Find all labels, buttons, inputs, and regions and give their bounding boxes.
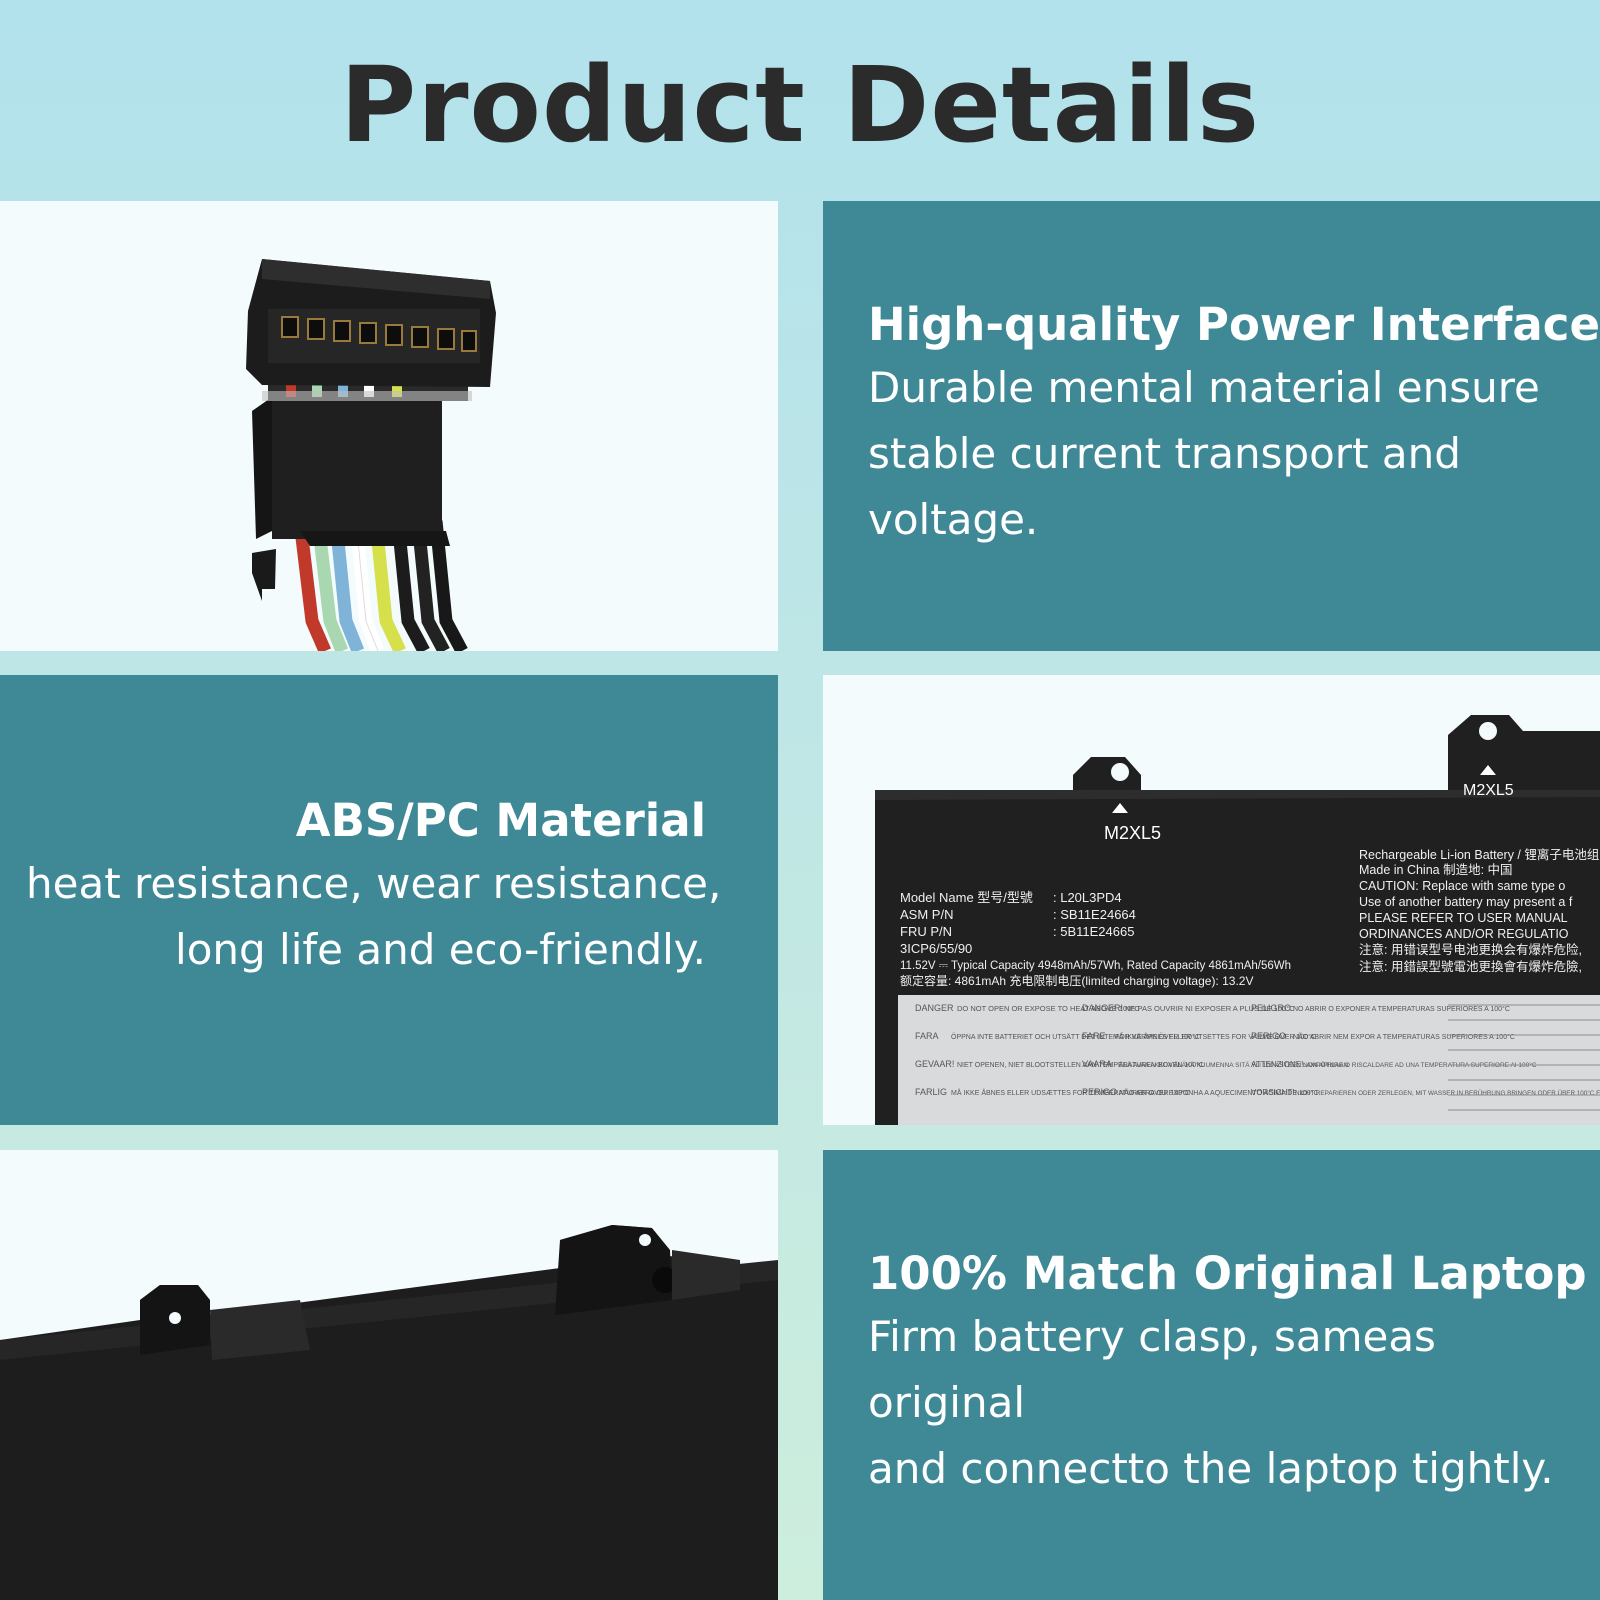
page-title: Product Details bbox=[340, 44, 1260, 166]
warning-term-4: FARLIG bbox=[915, 1087, 947, 1097]
match-text: 100% Match Original Laptop Firm battery … bbox=[868, 1244, 1598, 1502]
asm-label: ASM P/N bbox=[900, 907, 953, 922]
power-interface-panel: High-quality Power Interface Durable men… bbox=[823, 201, 1600, 651]
warning-text-2: ÖPPNA INTE BATTERIET OCH UTSÄTT DET INTE… bbox=[951, 1033, 1200, 1041]
model-name-label: Model Name 型号/型號 bbox=[900, 890, 1033, 905]
match-title: 100% Match Original Laptop bbox=[868, 1247, 1587, 1300]
warning-text-9: NO ABRIR O EXPONER A TEMPERATURAS SUPERI… bbox=[1293, 1005, 1510, 1013]
battery-label-panel: M2XL5 M2XL5 Model Name 型号/型號 : L20L3PD4 … bbox=[823, 675, 1600, 1125]
warning-text-12: NICHT REPARIEREN ODER ZERLEGEN, MIT WASS… bbox=[1295, 1089, 1600, 1097]
material-line-1: heat resistance, wear resistance, bbox=[26, 859, 722, 908]
warning-text-11: NON APRIRE O RISCALDARE AD UNA TEMPERATU… bbox=[1303, 1061, 1537, 1069]
fru-value: : 5B11E24665 bbox=[1053, 924, 1134, 939]
warning-term-9: PELIGRO bbox=[1251, 1003, 1291, 1013]
material-text: ABS/PC Material heat resistance, wear re… bbox=[26, 791, 722, 983]
warning-term-2: FARA bbox=[915, 1031, 939, 1041]
warning-term-1: DANGER bbox=[915, 1003, 954, 1013]
match-line-1: Firm battery clasp, sameas original bbox=[868, 1312, 1436, 1427]
screw-mark-right: M2XL5 bbox=[1463, 782, 1514, 799]
cell-code: 3ICP6/55/90 bbox=[900, 941, 972, 956]
asm-value: : SB11E24664 bbox=[1053, 907, 1136, 922]
warning-term-10: PERIGO bbox=[1251, 1031, 1286, 1041]
model-name-value: : L20L3PD4 bbox=[1053, 890, 1122, 905]
warning-text-6: MÅ IKKE ÅPNES ELLER UTSETTES FOR VARME O… bbox=[1113, 1032, 1316, 1041]
battery-label-image: M2XL5 M2XL5 Model Name 型号/型號 : L20L3PD4 … bbox=[875, 715, 1600, 1125]
label-right-line-4: Use of another battery may present a f bbox=[1359, 895, 1573, 909]
warning-text-3: NIET OPENEN, NIET BLOOTSTELLEN AAN TEMPE… bbox=[957, 1061, 1204, 1069]
match-line-2: and connectto the laptop tightly. bbox=[868, 1444, 1554, 1493]
warning-text-7: ÄLÄ AVAA AKKUA ÄLÄKÄ KUUMENNA SITÄ YLI 1… bbox=[1119, 1061, 1349, 1069]
material-title: ABS/PC Material bbox=[295, 794, 706, 847]
screw-mark-left: M2XL5 bbox=[1104, 823, 1161, 843]
match-panel: 100% Match Original Laptop Firm battery … bbox=[823, 1150, 1600, 1600]
capacity-line: 11.52V ⎓ Typical Capacity 4948mAh/57Wh, … bbox=[900, 960, 1291, 972]
warning-text-5: NE PAS OUVRIR NI EXPOSER A PLUS DE 100°C bbox=[1125, 1004, 1295, 1013]
warning-text-10: NÃO ABRIR NEM EXPOR A TEMPERATURAS SUPER… bbox=[1293, 1032, 1515, 1041]
power-interface-line-2: stable current transport and bbox=[868, 429, 1461, 478]
label-right-line-7: 注意: 用错误型号电池更换会有爆炸危险, bbox=[1359, 942, 1582, 957]
warning-term-6: FARE bbox=[1082, 1031, 1106, 1041]
warning-term-7: VAARA bbox=[1082, 1059, 1112, 1069]
label-right-line-2: Made in China 制造地: 中国 bbox=[1359, 862, 1513, 877]
rated-line: 额定容量: 4861mAh 充电限制电压(limited charging vo… bbox=[900, 973, 1253, 988]
label-right-line-3: CAUTION: Replace with same type o bbox=[1359, 879, 1565, 893]
warning-term-11: ATTENZIONE! bbox=[1251, 1060, 1303, 1069]
material-panel: ABS/PC Material heat resistance, wear re… bbox=[0, 675, 778, 1125]
battery-connector-image bbox=[246, 259, 496, 651]
warning-text-4: MÅ IKKE ÅBNES ELLER UDSÆTTES FOR TEMPERA… bbox=[951, 1088, 1190, 1097]
battery-housing-panel bbox=[0, 1150, 778, 1600]
label-right-line-1: Rechargeable Li-ion Battery / 锂离子电池组 bbox=[1359, 847, 1599, 862]
label-right-line-8: 注意: 用錯誤型號電池更換會有爆炸危險, bbox=[1359, 959, 1582, 974]
label-right-line-5: PLEASE REFER TO USER MANUAL bbox=[1359, 911, 1568, 925]
power-interface-title: High-quality Power Interface bbox=[868, 298, 1600, 351]
power-interface-line-3: voltage. bbox=[868, 495, 1039, 544]
warning-term-3: GEVAAR! bbox=[915, 1059, 954, 1069]
warning-text-8: NÃO ABRA OU EXPONHA A AQUECIMENTO ACIMA … bbox=[1119, 1088, 1319, 1097]
battery-housing-image bbox=[0, 1225, 778, 1600]
fru-label: FRU P/N bbox=[900, 924, 952, 939]
warning-term-12: VORSICHT! bbox=[1251, 1088, 1295, 1097]
warning-text-1: DO NOT OPEN OR EXPOSE TO HEAT ABOVE 100°… bbox=[957, 1004, 1140, 1013]
connector-photo-panel bbox=[0, 201, 778, 651]
warning-term-8: PERIGO bbox=[1082, 1087, 1117, 1097]
material-line-2: long life and eco-friendly. bbox=[175, 925, 706, 974]
power-interface-line-1: Durable mental material ensure bbox=[868, 363, 1540, 412]
warning-term-5: DANGER! bbox=[1082, 1003, 1123, 1013]
power-interface-text: High-quality Power Interface Durable men… bbox=[868, 295, 1600, 553]
label-right-line-6: ORDINANCES AND/OR REGULATIO bbox=[1359, 927, 1569, 941]
